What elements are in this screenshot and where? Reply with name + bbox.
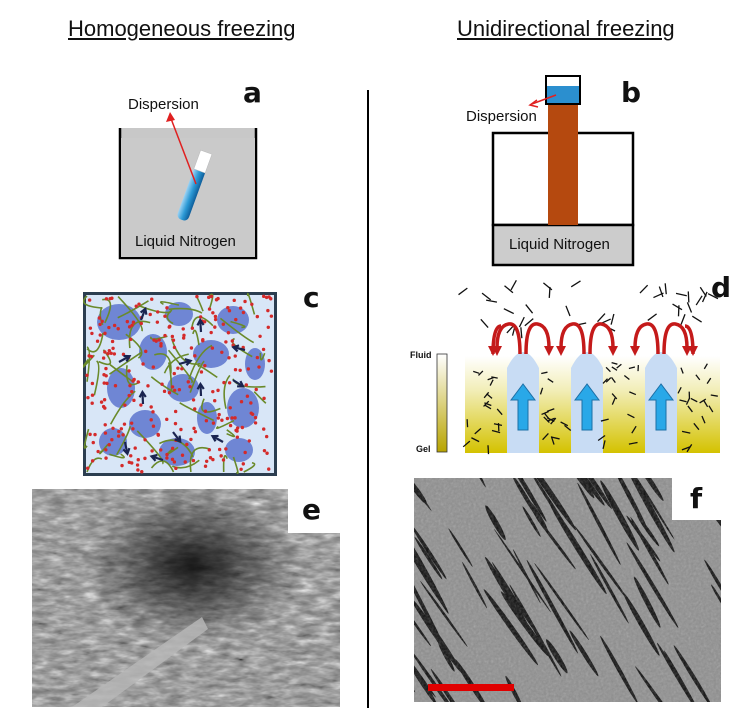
panel-a-dispersion-label: Dispersion: [128, 96, 199, 113]
pointer-arrow: [169, 115, 197, 185]
panel-e-letter: e: [302, 493, 321, 526]
gradient-top-label: Fluid: [410, 350, 432, 360]
panel-e-letter-box: [288, 489, 340, 533]
panel-e: [32, 489, 340, 707]
panel-b: [480, 70, 650, 270]
panel-a-illustration: [118, 112, 258, 260]
panel-d: [405, 278, 725, 460]
panel-e-sem-image: [32, 489, 340, 707]
panel-d-letter: d: [711, 271, 732, 304]
gradient-bottom-label: Gel: [416, 444, 431, 454]
left-heading: Homogeneous freezing: [68, 16, 296, 41]
panel-b-letter: b: [621, 76, 642, 109]
dispersion-liquid: [547, 86, 579, 103]
panel-b-dispersion-label: Dispersion: [466, 108, 537, 125]
liquid-nitrogen-bath: [491, 223, 635, 267]
panel-b-bath-label: Liquid Nitrogen: [509, 236, 610, 253]
panel-a-bath-label: Liquid Nitrogen: [135, 233, 236, 250]
panel-a: [100, 82, 280, 262]
panel-f-letter-box: [672, 478, 724, 520]
center-divider: [367, 90, 369, 708]
pointer-arrow: [531, 94, 557, 105]
test-tube: [177, 149, 213, 221]
mold-column: [548, 92, 578, 225]
panel-f-letter: f: [690, 482, 703, 515]
mold-top: [545, 75, 581, 105]
panel-d-illustration: [436, 280, 720, 455]
panel-c-illustration: [82, 292, 277, 476]
growth-arrows: [118, 306, 246, 462]
panel-c-letter: c: [303, 281, 320, 314]
panel-a-letter: a: [243, 76, 262, 109]
panel-c: [82, 292, 277, 476]
panel-f: [365, 439, 736, 715]
panel-f-sem-image: [365, 439, 736, 715]
nanofiber-sticks: [458, 280, 719, 455]
right-heading: Unidirectional freezing: [457, 16, 675, 41]
gradient-scale-bar: [436, 353, 448, 453]
panel-b-illustration: [491, 75, 635, 267]
ice-growth-arrows: [510, 383, 674, 431]
rejection-flow-arrows: [488, 322, 698, 356]
scale-bar: [428, 684, 514, 691]
